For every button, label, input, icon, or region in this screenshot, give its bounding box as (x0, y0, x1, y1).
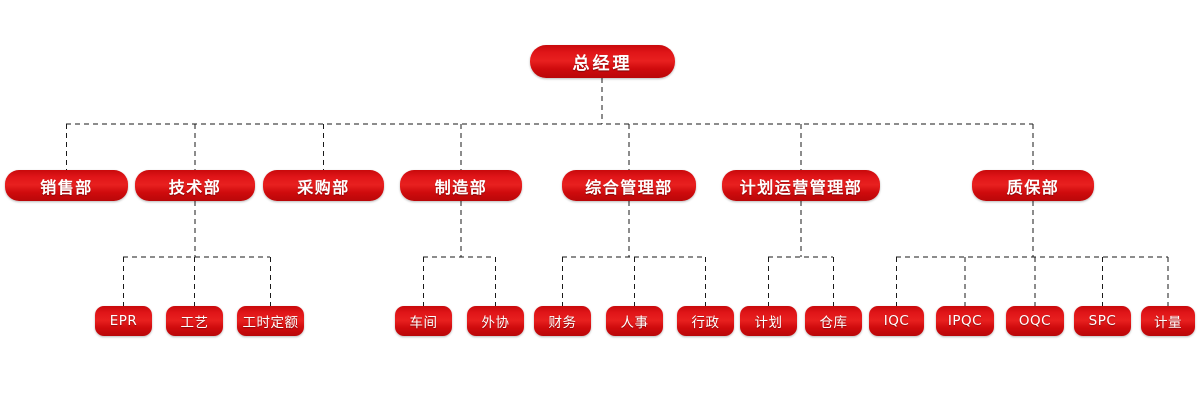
org-node-outsourcing[interactable]: 外协 (467, 306, 524, 336)
org-node-label: 外协 (481, 315, 510, 331)
org-node-epr[interactable]: EPR (95, 306, 152, 336)
org-node-label: 销售部 (40, 177, 93, 197)
org-node-label: IPQC (947, 313, 983, 329)
org-node-process[interactable]: 工艺 (166, 306, 223, 336)
org-node-label: 计划运营管理部 (739, 177, 863, 197)
org-node-technology[interactable]: 技术部 (135, 170, 255, 201)
org-node-label: 总经理 (572, 54, 633, 74)
org-node-label: OQC (1018, 313, 1052, 329)
org-node-label: 行政 (691, 315, 720, 331)
org-node-label: 工时定额 (242, 315, 299, 331)
org-node-label: 制造部 (434, 177, 488, 197)
org-node-label: 质保部 (1006, 177, 1060, 197)
org-node-quality[interactable]: 质保部 (972, 170, 1094, 201)
org-node-plan[interactable]: 计划 (740, 306, 797, 336)
org-node-finance[interactable]: 财务 (534, 306, 591, 336)
org-node-label: 工艺 (180, 315, 209, 331)
org-node-label: 计量 (1154, 315, 1182, 331)
org-node-hr[interactable]: 人事 (606, 306, 663, 336)
org-node-warehouse[interactable]: 仓库 (805, 306, 862, 336)
org-node-label: 仓库 (819, 315, 848, 331)
org-node-spc[interactable]: SPC (1074, 306, 1131, 336)
org-node-label: EPR (109, 313, 138, 329)
org-node-label: 财务 (548, 315, 577, 331)
org-node-planning-ops[interactable]: 计划运营管理部 (722, 170, 880, 201)
org-node-iqc[interactable]: IQC (869, 306, 924, 336)
org-node-admin[interactable]: 行政 (677, 306, 734, 336)
org-node-label: 综合管理部 (585, 177, 673, 197)
org-node-ipqc[interactable]: IPQC (936, 306, 994, 336)
org-node-root[interactable]: 总经理 (530, 45, 675, 78)
org-node-workshop[interactable]: 车间 (395, 306, 452, 336)
org-node-label: 采购部 (297, 177, 350, 197)
org-node-sales[interactable]: 销售部 (5, 170, 128, 201)
org-node-labor-quota[interactable]: 工时定额 (237, 306, 304, 336)
org-node-metrology[interactable]: 计量 (1141, 306, 1195, 336)
org-node-label: 技术部 (168, 177, 222, 197)
org-node-procurement[interactable]: 采购部 (263, 170, 384, 201)
org-node-label: IQC (883, 313, 910, 329)
org-node-label: SPC (1088, 313, 1117, 329)
org-node-label: 车间 (409, 315, 438, 331)
org-node-manufacturing[interactable]: 制造部 (400, 170, 522, 201)
org-node-label: 计划 (754, 315, 783, 331)
org-node-label: 人事 (620, 315, 649, 331)
org-node-oqc[interactable]: OQC (1006, 306, 1064, 336)
org-node-general-mgmt[interactable]: 综合管理部 (562, 170, 696, 201)
